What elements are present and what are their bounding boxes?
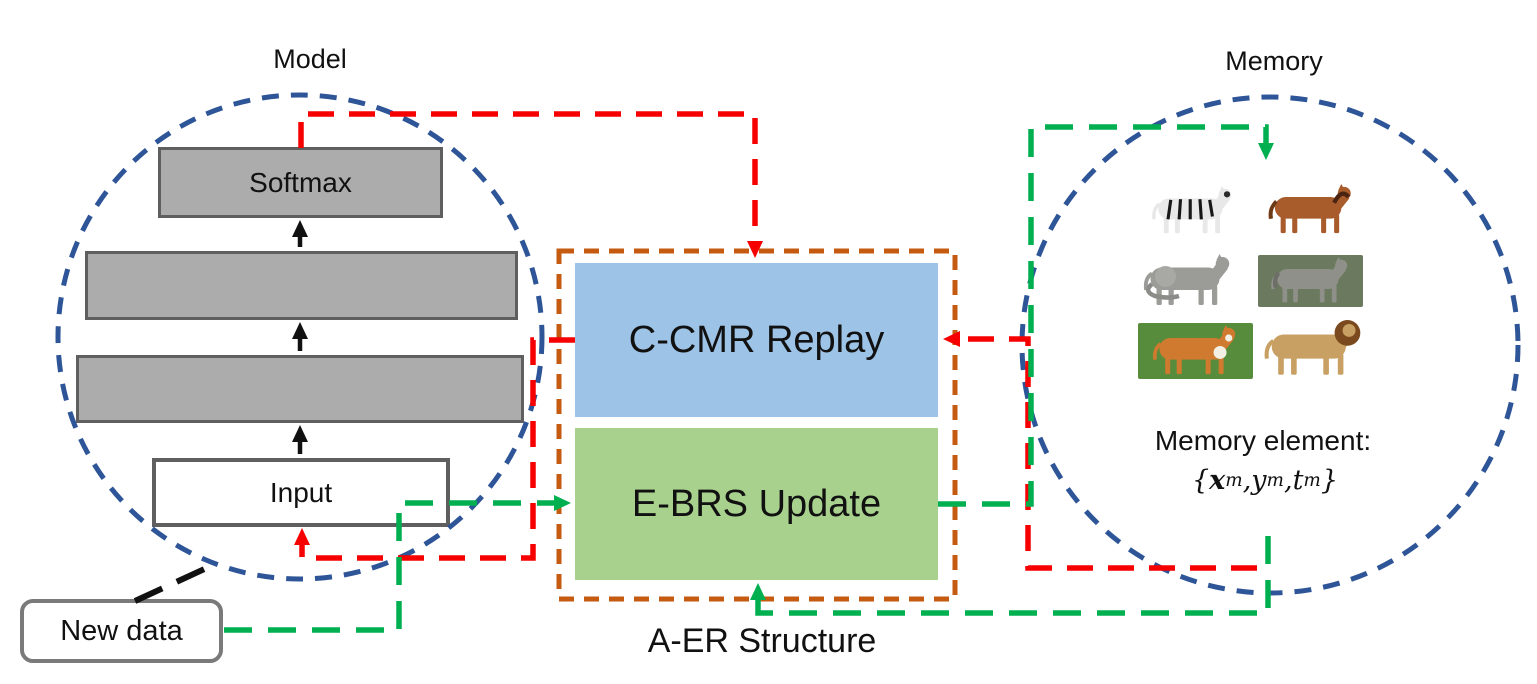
math-comma2: , <box>1283 464 1293 496</box>
memory-title: Memory <box>1225 45 1323 76</box>
cat-image <box>1131 254 1245 308</box>
lion-icon <box>1260 320 1361 378</box>
ebrs-update-box: E-BRS Update <box>575 428 938 580</box>
horse-image <box>1260 184 1362 236</box>
zebra-icon <box>1143 186 1243 236</box>
memory-element-label: Memory element: <box>1154 425 1372 456</box>
math-y-sub: m <box>1266 469 1284 491</box>
softmax-layer-box: Softmax <box>158 147 443 218</box>
cat-icon <box>1131 254 1245 308</box>
math-t-sub: m <box>1303 469 1321 491</box>
lion-image <box>1260 320 1364 378</box>
wolf-image <box>1258 255 1363 307</box>
new-data-label: New data <box>60 614 183 647</box>
softmax-label: Softmax <box>249 166 352 198</box>
hidden-layer-2-box <box>85 251 518 320</box>
corgi-icon <box>1141 325 1250 377</box>
math-comma1: , <box>1242 464 1252 496</box>
math-x: x <box>1209 464 1226 496</box>
math-x-sub: m <box>1225 469 1243 491</box>
math-y: y <box>1251 464 1267 496</box>
math-open-brace: { <box>1191 464 1210 496</box>
ebrs-update-label: E-BRS Update <box>631 482 882 525</box>
corgi-image <box>1138 323 1253 379</box>
ccmr-replay-box: C-CMR Replay <box>575 263 938 417</box>
new-data-box: New data <box>20 599 223 663</box>
horse-icon <box>1268 184 1362 236</box>
new-data-to-model-link <box>133 563 213 604</box>
ccmr-replay-label: C-CMR Replay <box>628 318 885 361</box>
input-label: Input <box>269 476 333 508</box>
math-t: t <box>1292 464 1304 496</box>
wolf-icon <box>1261 257 1360 305</box>
input-box: Input <box>152 458 450 527</box>
aer-structure-caption: A-ER Structure <box>647 621 877 660</box>
math-close-brace: } <box>1320 464 1339 496</box>
model-title: Model <box>273 43 347 74</box>
hidden-layer-1-box <box>76 355 524 423</box>
zebra-image <box>1143 186 1243 236</box>
